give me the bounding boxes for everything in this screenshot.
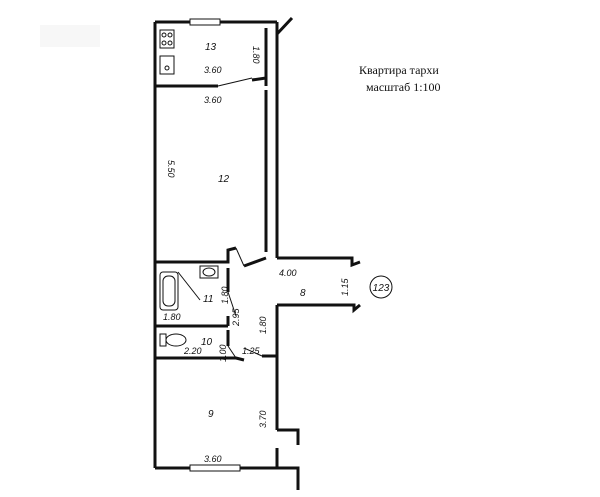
room-label-9: 9 <box>208 409 214 420</box>
apartment-badge <box>369 275 393 299</box>
dim-corridor-width: 4.00 <box>279 268 297 278</box>
door-10-swing <box>227 345 237 359</box>
dim-corridor-b: 1.80 <box>258 316 268 334</box>
door-11-swing <box>227 291 237 317</box>
wall-10-9 <box>155 356 245 362</box>
room-label-8: 8 <box>300 288 306 299</box>
room-label-11: 11 <box>203 294 213 305</box>
apartment-number: 123 <box>373 283 390 294</box>
dim-12-width: 3.60 <box>204 95 222 105</box>
dim-13-width: 3.60 <box>204 65 222 75</box>
door-12-swing <box>235 247 245 267</box>
toilet-icon <box>165 333 187 347</box>
bathtub-icon <box>159 271 179 311</box>
dim-9-depth: 3.70 <box>258 410 268 428</box>
dim-13-depth: 1.80 <box>251 46 261 64</box>
lower-jog <box>277 428 300 445</box>
dim-12-depth: 5.50 <box>166 160 176 178</box>
plan-scale: масштаб 1:100 <box>366 80 441 94</box>
dim-11-depth: 1.80 <box>220 286 230 304</box>
plan-title: Квартира тархи <box>359 63 439 77</box>
basin-bowl-icon <box>202 267 216 277</box>
bath-line <box>177 271 201 301</box>
dim-corridor-c: 1.25 <box>242 346 261 356</box>
lower-step <box>275 448 300 490</box>
dim-10-width: 2.20 <box>183 346 202 356</box>
exterior-wall-right-top <box>275 16 294 38</box>
wall-12-11 <box>155 246 237 264</box>
wall-12-corner <box>243 256 267 268</box>
burner-icon <box>161 40 167 46</box>
dim-11-width: 1.80 <box>163 312 181 322</box>
kitchen-sink-icon <box>159 55 175 75</box>
corridor-wall-top <box>277 256 361 268</box>
drain-icon <box>164 65 170 71</box>
watermark-area <box>40 25 100 47</box>
burner-icon <box>167 32 173 38</box>
bathtub-inner-icon <box>162 275 176 307</box>
room-label-12: 12 <box>218 174 230 185</box>
wall-13-12-right <box>251 76 268 86</box>
room-label-10: 10 <box>201 337 213 348</box>
room-label-13: 13 <box>205 42 217 53</box>
window-13 <box>189 18 221 26</box>
burner-icon <box>167 40 173 46</box>
stove-icon <box>159 29 175 49</box>
dim-corridor-depth: 1.15 <box>340 277 350 296</box>
dim-10-depth: 1.00 <box>218 344 228 362</box>
burner-icon <box>161 32 167 38</box>
dim-corridor-a: 2.95 <box>231 307 241 327</box>
corridor-wall-bottom <box>277 303 361 314</box>
washbasin-icon <box>199 265 219 279</box>
door-13-swing <box>217 77 253 87</box>
toilet-tank-icon <box>159 333 167 347</box>
dim-9-width: 3.60 <box>204 454 222 464</box>
door-9-swing <box>243 347 263 357</box>
window-9 <box>189 464 241 472</box>
